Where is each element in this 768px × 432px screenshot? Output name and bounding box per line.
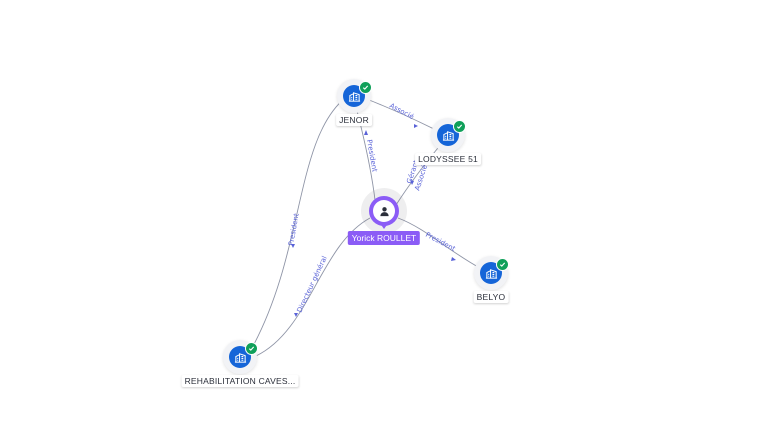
edge-label-center-belyo: President (424, 231, 457, 254)
company-label-lodyssee-51: LODYSSEE 51 (415, 153, 481, 165)
edge-label-center-jenor: President (365, 139, 379, 173)
verified-check-icon (453, 120, 466, 133)
arrow-center-belyo (451, 257, 456, 261)
arrow-center-lodyssee (410, 180, 414, 185)
edge-rehab-jenor (251, 97, 346, 349)
arrow-jenor-lodyssee (414, 124, 418, 128)
company-label-rehabilitation-caves: REHABILITATION CAVES... (181, 375, 299, 387)
arrow-rehab-jenor (291, 244, 295, 248)
edge-center-belyo (397, 217, 481, 269)
verified-check-icon (496, 258, 509, 271)
edge-center-rehab (255, 217, 371, 357)
edge-label-center-rehab: Directeur général (296, 255, 329, 314)
arrow-center-jenor (364, 130, 368, 135)
edge-label-rehab-jenor: President (287, 213, 301, 247)
company-label-belyo: BELYO (473, 291, 509, 303)
person-icon (373, 200, 395, 222)
person-label: Yorick ROULLET (347, 231, 421, 245)
verified-check-icon (245, 342, 258, 355)
arrow-center-rehab (294, 313, 298, 317)
edge-label-jenor-lodyssee: Associé (388, 102, 415, 121)
verified-check-icon (359, 81, 372, 94)
company-label-jenor: JENOR (336, 114, 372, 126)
